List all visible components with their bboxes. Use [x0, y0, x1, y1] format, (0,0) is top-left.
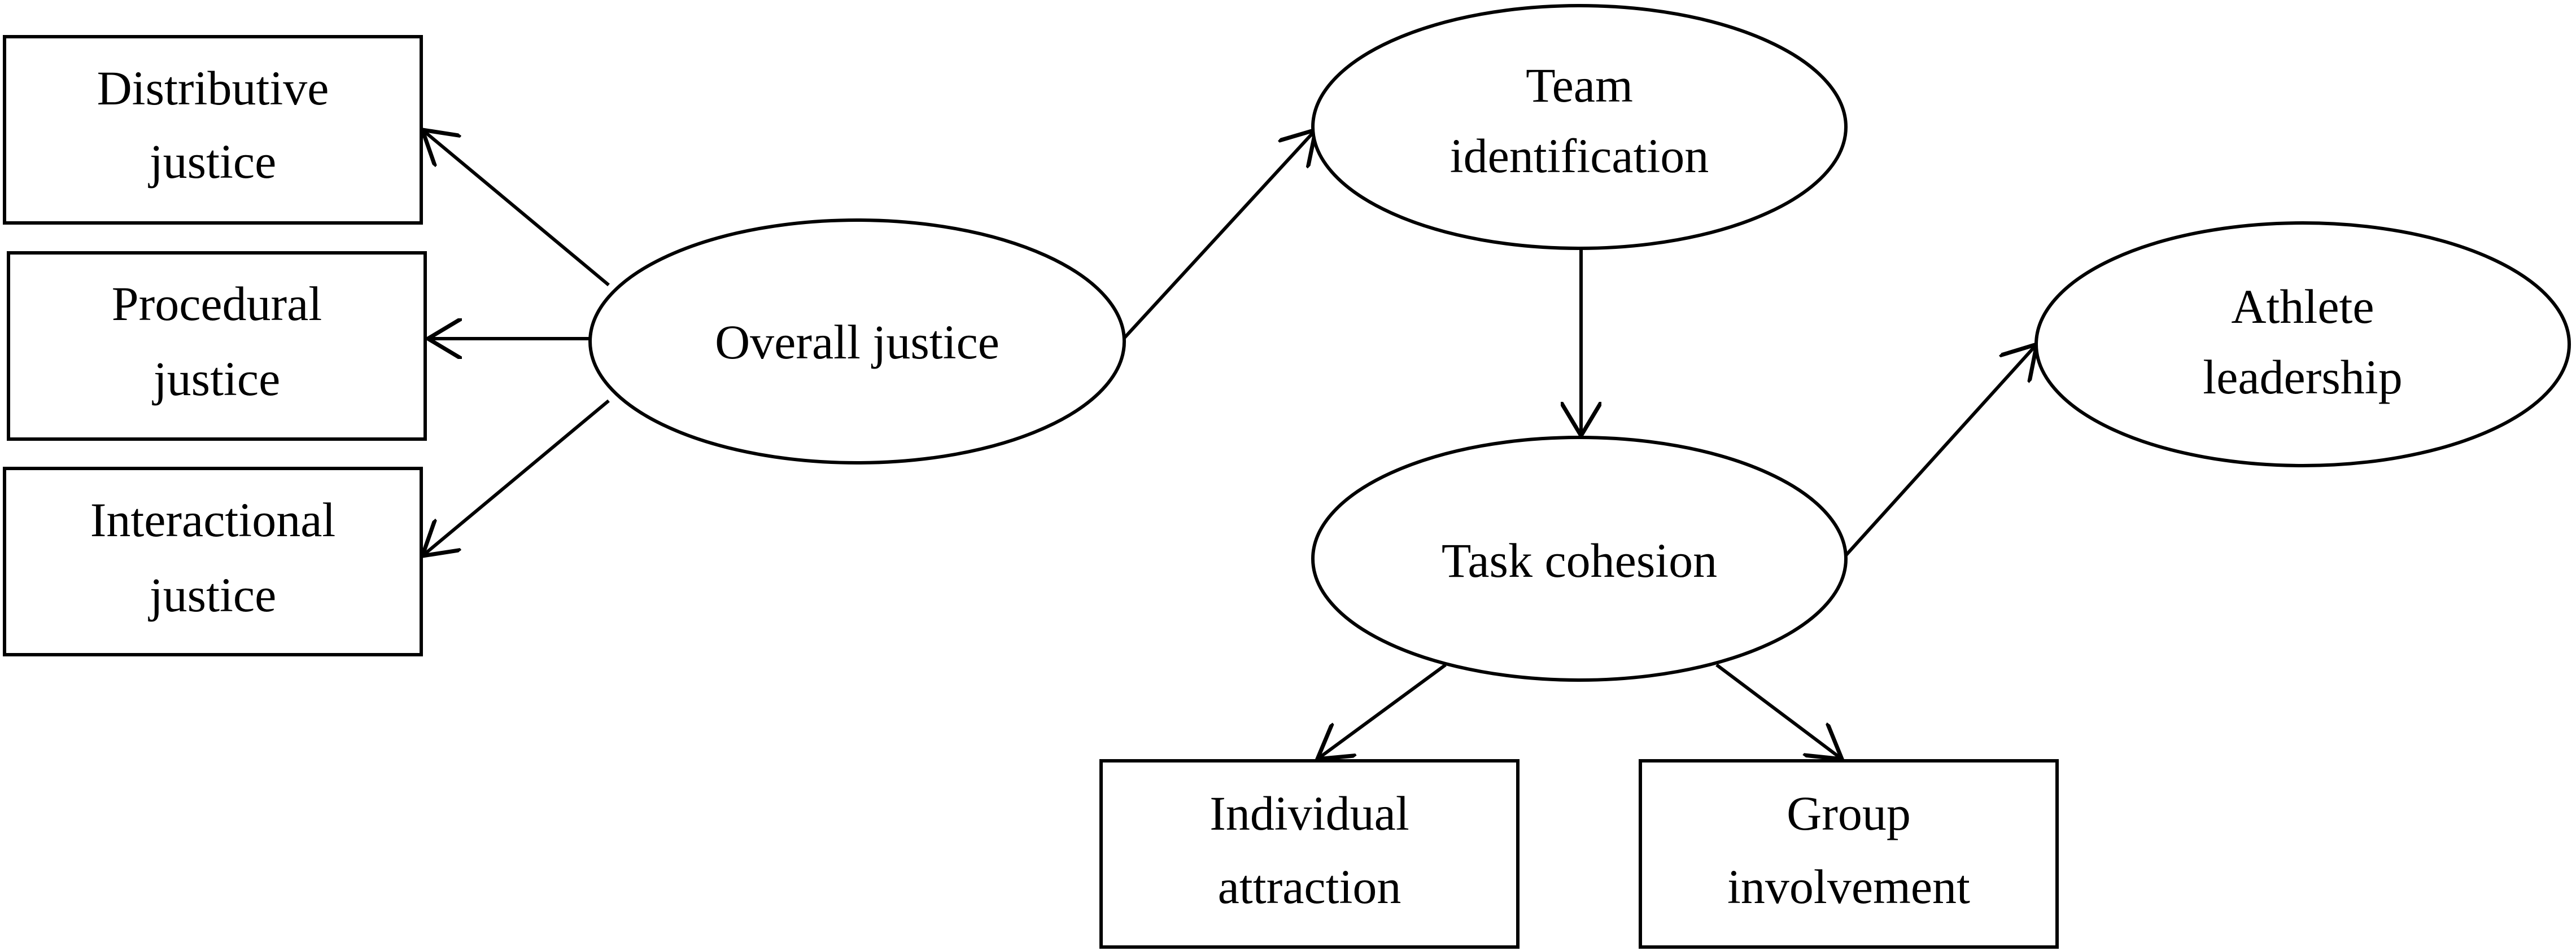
edges — [422, 130, 2037, 759]
box-shape — [7, 251, 427, 441]
node-label-line2: justice — [152, 352, 281, 406]
node-label-line1: Distributive — [97, 61, 329, 115]
ellipse-shape — [2034, 221, 2571, 467]
node-label-line2: identification — [1450, 129, 1709, 183]
node-label-line1: Task cohesion — [1442, 533, 1717, 588]
ellipse-shape — [1311, 4, 1848, 250]
arrow-task-to-individual — [1317, 663, 1447, 759]
node-label-line1: Overall justice — [715, 315, 999, 369]
node-athlete-leadership: Athlete leadership — [2034, 221, 2571, 467]
node-overall-justice: Overall justice — [588, 218, 1126, 464]
node-interactional-justice: Interactional justice — [3, 467, 423, 656]
node-distributive-justice: Distributive justice — [3, 35, 423, 225]
node-group-involvement: Group involvement — [1639, 759, 2059, 949]
arrow-task-to-group — [1715, 663, 1842, 759]
node-individual-attraction: Individual attraction — [1099, 759, 1520, 949]
node-task-cohesion: Task cohesion — [1311, 436, 1848, 682]
node-label-line1: Group — [1787, 786, 1911, 840]
arrow-overall-to-distributive — [422, 130, 610, 287]
ellipse-shape — [588, 218, 1126, 464]
box-shape — [3, 35, 423, 225]
node-label-line2: attraction — [1218, 860, 1401, 914]
box-shape — [3, 467, 423, 656]
node-procedural-justice: Procedural justice — [7, 251, 427, 441]
node-label-line1: Procedural — [112, 277, 322, 331]
arrow-overall-to-interactional — [422, 399, 610, 556]
node-label-line2: justice — [148, 568, 277, 622]
box-shape — [1639, 759, 2059, 949]
node-label-line2: involvement — [1727, 860, 1970, 914]
node-label-line1: Team — [1526, 58, 1633, 112]
ellipse-shape — [1311, 436, 1848, 682]
node-label-line1: Athlete — [2231, 279, 2374, 334]
node-label-line1: Individual — [1210, 786, 1409, 840]
node-label-line2: leadership — [2203, 350, 2402, 404]
node-label-line1: Interactional — [90, 493, 336, 547]
node-team-identification: Team identification — [1311, 4, 1848, 250]
arrow-task-to-athlete — [1844, 344, 2037, 558]
node-label-line2: justice — [148, 134, 277, 189]
box-shape — [1099, 759, 1520, 949]
arrow-overall-to-team — [1122, 130, 1316, 340]
